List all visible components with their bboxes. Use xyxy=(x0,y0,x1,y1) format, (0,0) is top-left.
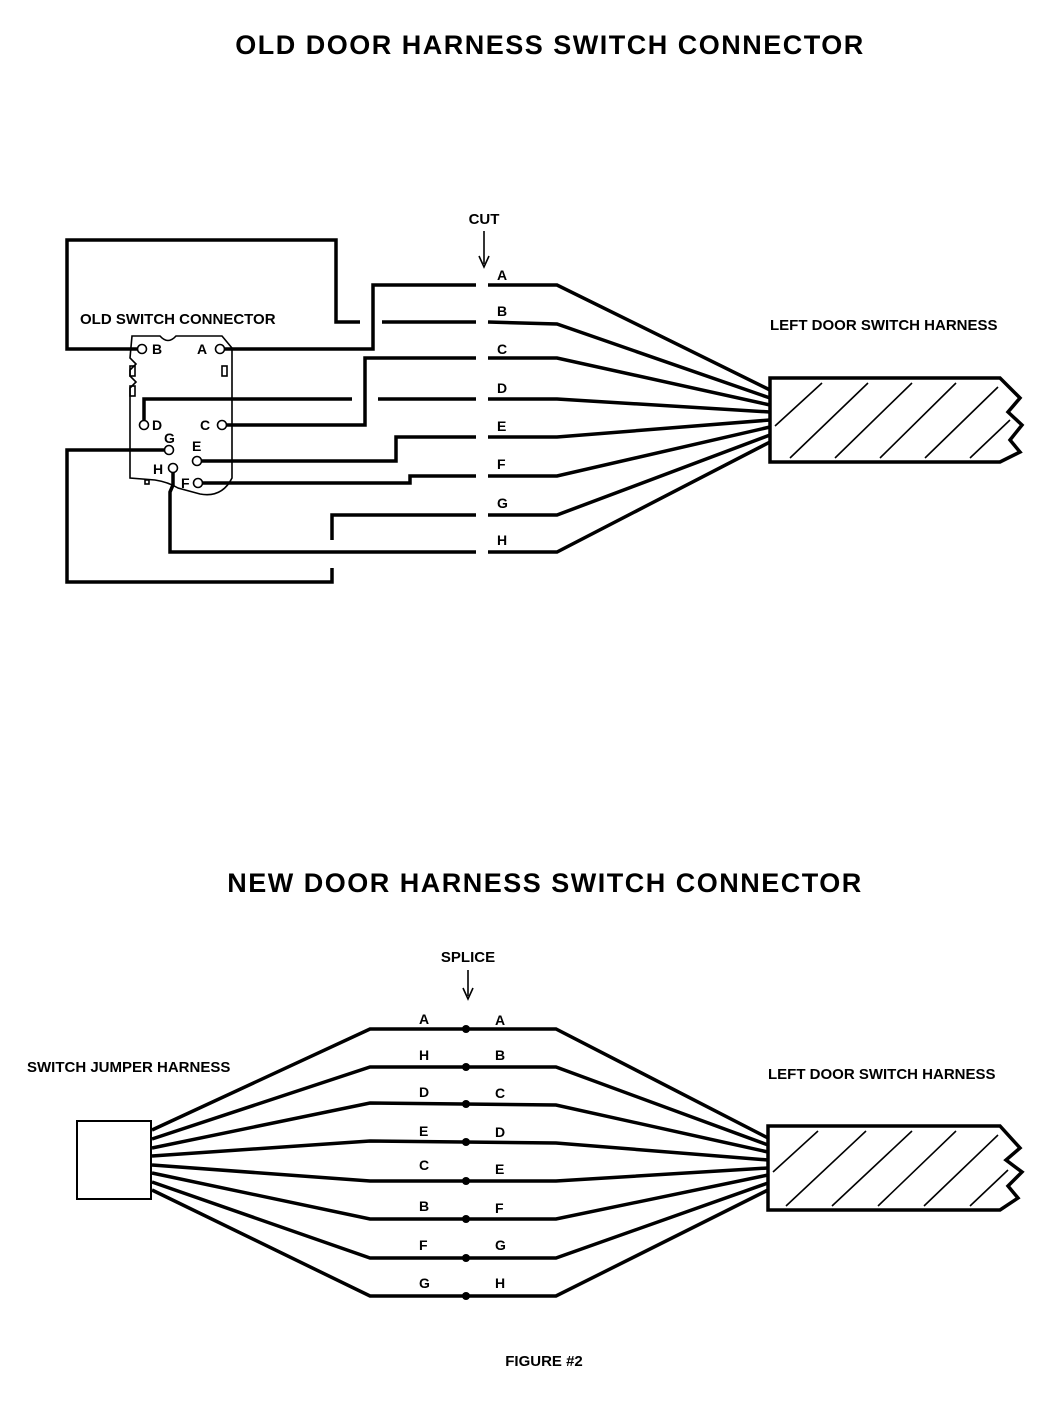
cut-arrow-icon xyxy=(478,231,490,269)
jumper-wire-label-2: H xyxy=(419,1047,429,1063)
old-connector-terminals xyxy=(136,343,228,489)
old-switch-connector-body xyxy=(129,335,233,496)
old-connector-wiring xyxy=(65,238,476,584)
harness-wire-label-h: H xyxy=(495,1275,505,1291)
harness-wire-label-d: D xyxy=(495,1124,505,1140)
jumper-wire-labels: A H D E C B F G xyxy=(419,1011,430,1291)
new-section-title: NEW DOOR HARNESS SWITCH CONNECTOR xyxy=(227,868,863,898)
old-wire-label-h: H xyxy=(497,532,507,548)
pin-label-e: E xyxy=(192,438,201,454)
pin-f-terminal xyxy=(192,477,204,489)
pin-c-terminal xyxy=(216,419,228,431)
old-harness-label: LEFT DOOR SWITCH HARNESS xyxy=(770,317,998,334)
jumper-wire-label-1: A xyxy=(419,1011,429,1027)
harness-wire-label-g: G xyxy=(495,1237,506,1253)
old-wire-label-a: A xyxy=(497,267,507,283)
jumper-harness-label: SWITCH JUMPER HARNESS xyxy=(27,1059,230,1076)
pin-label-d: D xyxy=(152,417,162,433)
harness-wire-label-f: F xyxy=(495,1200,504,1216)
new-harness-wire-labels: A B C D E F G H xyxy=(495,1012,506,1291)
harness-wire-label-a: A xyxy=(495,1012,505,1028)
jumper-wire-label-8: G xyxy=(419,1275,430,1291)
new-harness-bundle xyxy=(766,1124,1025,1212)
old-wire-label-e: E xyxy=(497,418,506,434)
pin-label-f: F xyxy=(181,475,190,491)
pin-g-terminal xyxy=(163,444,175,456)
old-wire-label-c: C xyxy=(497,341,507,357)
cut-label: CUT xyxy=(469,211,500,228)
new-harness-label: LEFT DOOR SWITCH HARNESS xyxy=(768,1066,996,1083)
harness-wire-label-b: B xyxy=(495,1047,505,1063)
jumper-wire-label-4: E xyxy=(419,1123,428,1139)
old-wire-label-g: G xyxy=(497,495,508,511)
old-wire-label-b: B xyxy=(497,303,507,319)
pin-e-terminal xyxy=(191,455,203,467)
pin-d-terminal xyxy=(138,419,150,431)
jumper-wire-label-5: C xyxy=(419,1157,429,1173)
splice-arrow-icon xyxy=(462,970,474,1001)
splice-points xyxy=(462,1025,470,1300)
pin-label-h: H xyxy=(153,461,163,477)
old-connector-pin-labels: A B C D E F G H xyxy=(152,341,210,491)
jumper-wire-label-7: F xyxy=(419,1237,428,1253)
old-wire-label-f: F xyxy=(497,456,506,472)
switch-jumper-connector xyxy=(76,1120,152,1200)
pin-a-terminal xyxy=(214,343,226,355)
harness-wire-label-c: C xyxy=(495,1085,505,1101)
old-harness-bundle xyxy=(768,376,1025,464)
harness-wire-label-e: E xyxy=(495,1161,504,1177)
old-switch-connector-label: OLD SWITCH CONNECTOR xyxy=(80,311,276,328)
jumper-wire-label-6: B xyxy=(419,1198,429,1214)
pin-b-terminal xyxy=(136,343,148,355)
old-wire-labels: A B C D E F G H xyxy=(497,267,508,548)
pin-label-g: G xyxy=(164,430,175,446)
old-wire-fan xyxy=(487,283,771,554)
pin-label-c: C xyxy=(200,417,210,433)
new-wire-bundle xyxy=(151,1027,769,1298)
jumper-wire-label-3: D xyxy=(419,1084,429,1100)
figure-caption: FIGURE #2 xyxy=(505,1353,583,1370)
splice-label: SPLICE xyxy=(441,949,495,966)
pin-label-b: B xyxy=(152,341,162,357)
old-section-title: OLD DOOR HARNESS SWITCH CONNECTOR xyxy=(235,30,865,60)
pin-h-terminal xyxy=(167,462,179,474)
old-wire-label-d: D xyxy=(497,380,507,396)
pin-label-a: A xyxy=(197,341,207,357)
